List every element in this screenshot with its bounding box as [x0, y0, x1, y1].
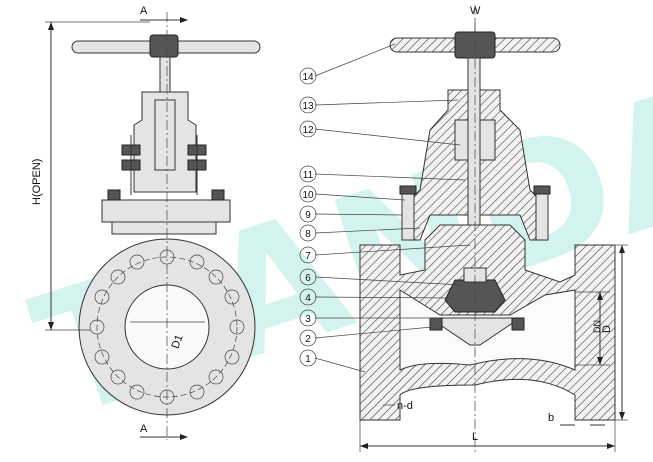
svg-text:6: 6 [305, 273, 311, 284]
part-number-balloons: 14 13 12 11 10 9 8 7 6 4 3 2 1 [299, 67, 317, 367]
svg-text:2: 2 [305, 334, 311, 345]
svg-text:3: 3 [305, 314, 311, 325]
balloon-13: 13 [299, 96, 317, 114]
bonnet-flange [101, 199, 231, 223]
d1-label: D1 [170, 333, 186, 350]
gland-bolts [121, 135, 207, 195]
n-d-label: n-d [397, 400, 413, 412]
balloon-2: 2 [299, 329, 317, 347]
svg-text:7: 7 [305, 251, 311, 262]
diameter-dimensions: DN D [575, 244, 628, 421]
part-leaders [314, 43, 471, 373]
w-label: W [470, 5, 481, 17]
svg-text:4: 4 [305, 293, 311, 304]
dn-label: DN [592, 320, 602, 333]
l-label: L [472, 431, 478, 443]
balloon-14: 14 [299, 67, 317, 85]
svg-text:A: A [140, 5, 148, 17]
svg-text:A: A [140, 423, 148, 435]
svg-text:9: 9 [305, 210, 311, 221]
balloon-10: 10 [299, 185, 317, 203]
balloon-6: 6 [299, 268, 317, 286]
balloon-11: 11 [299, 165, 317, 183]
handwheel-hub [149, 34, 179, 58]
svg-text:14: 14 [302, 72, 314, 83]
svg-text:11: 11 [303, 170, 314, 181]
svg-text:8: 8 [305, 229, 311, 240]
height-dimension: H(OPEN) [31, 21, 150, 331]
balloon-8: 8 [299, 224, 317, 242]
stem [159, 56, 171, 98]
h-open-label: H(OPEN) [31, 159, 43, 205]
svg-text:1: 1 [305, 354, 311, 365]
n-d-callout: n-d [383, 400, 413, 412]
balloon-4: 4 [299, 288, 317, 306]
d-label: D [601, 325, 613, 333]
left-elevation-view: D1 A A H(OPEN) [31, 5, 261, 440]
svg-text:10: 10 [302, 190, 314, 201]
balloon-7: 7 [299, 246, 317, 264]
balloon-1: 1 [299, 349, 317, 367]
section-mark-bottom: A [140, 423, 188, 440]
svg-text:13: 13 [302, 101, 314, 112]
balloon-3: 3 [299, 309, 317, 327]
section-mark-top: A [140, 5, 188, 23]
svg-text:12: 12 [302, 125, 314, 136]
b-label: b [548, 412, 554, 424]
watermark: TIANDA [14, 45, 653, 458]
b-dimension: b [548, 412, 605, 426]
right-section-view: W [314, 5, 628, 455]
length-dimension: L [359, 420, 616, 452]
balloon-9: 9 [299, 205, 317, 223]
balloon-12: 12 [299, 120, 317, 138]
